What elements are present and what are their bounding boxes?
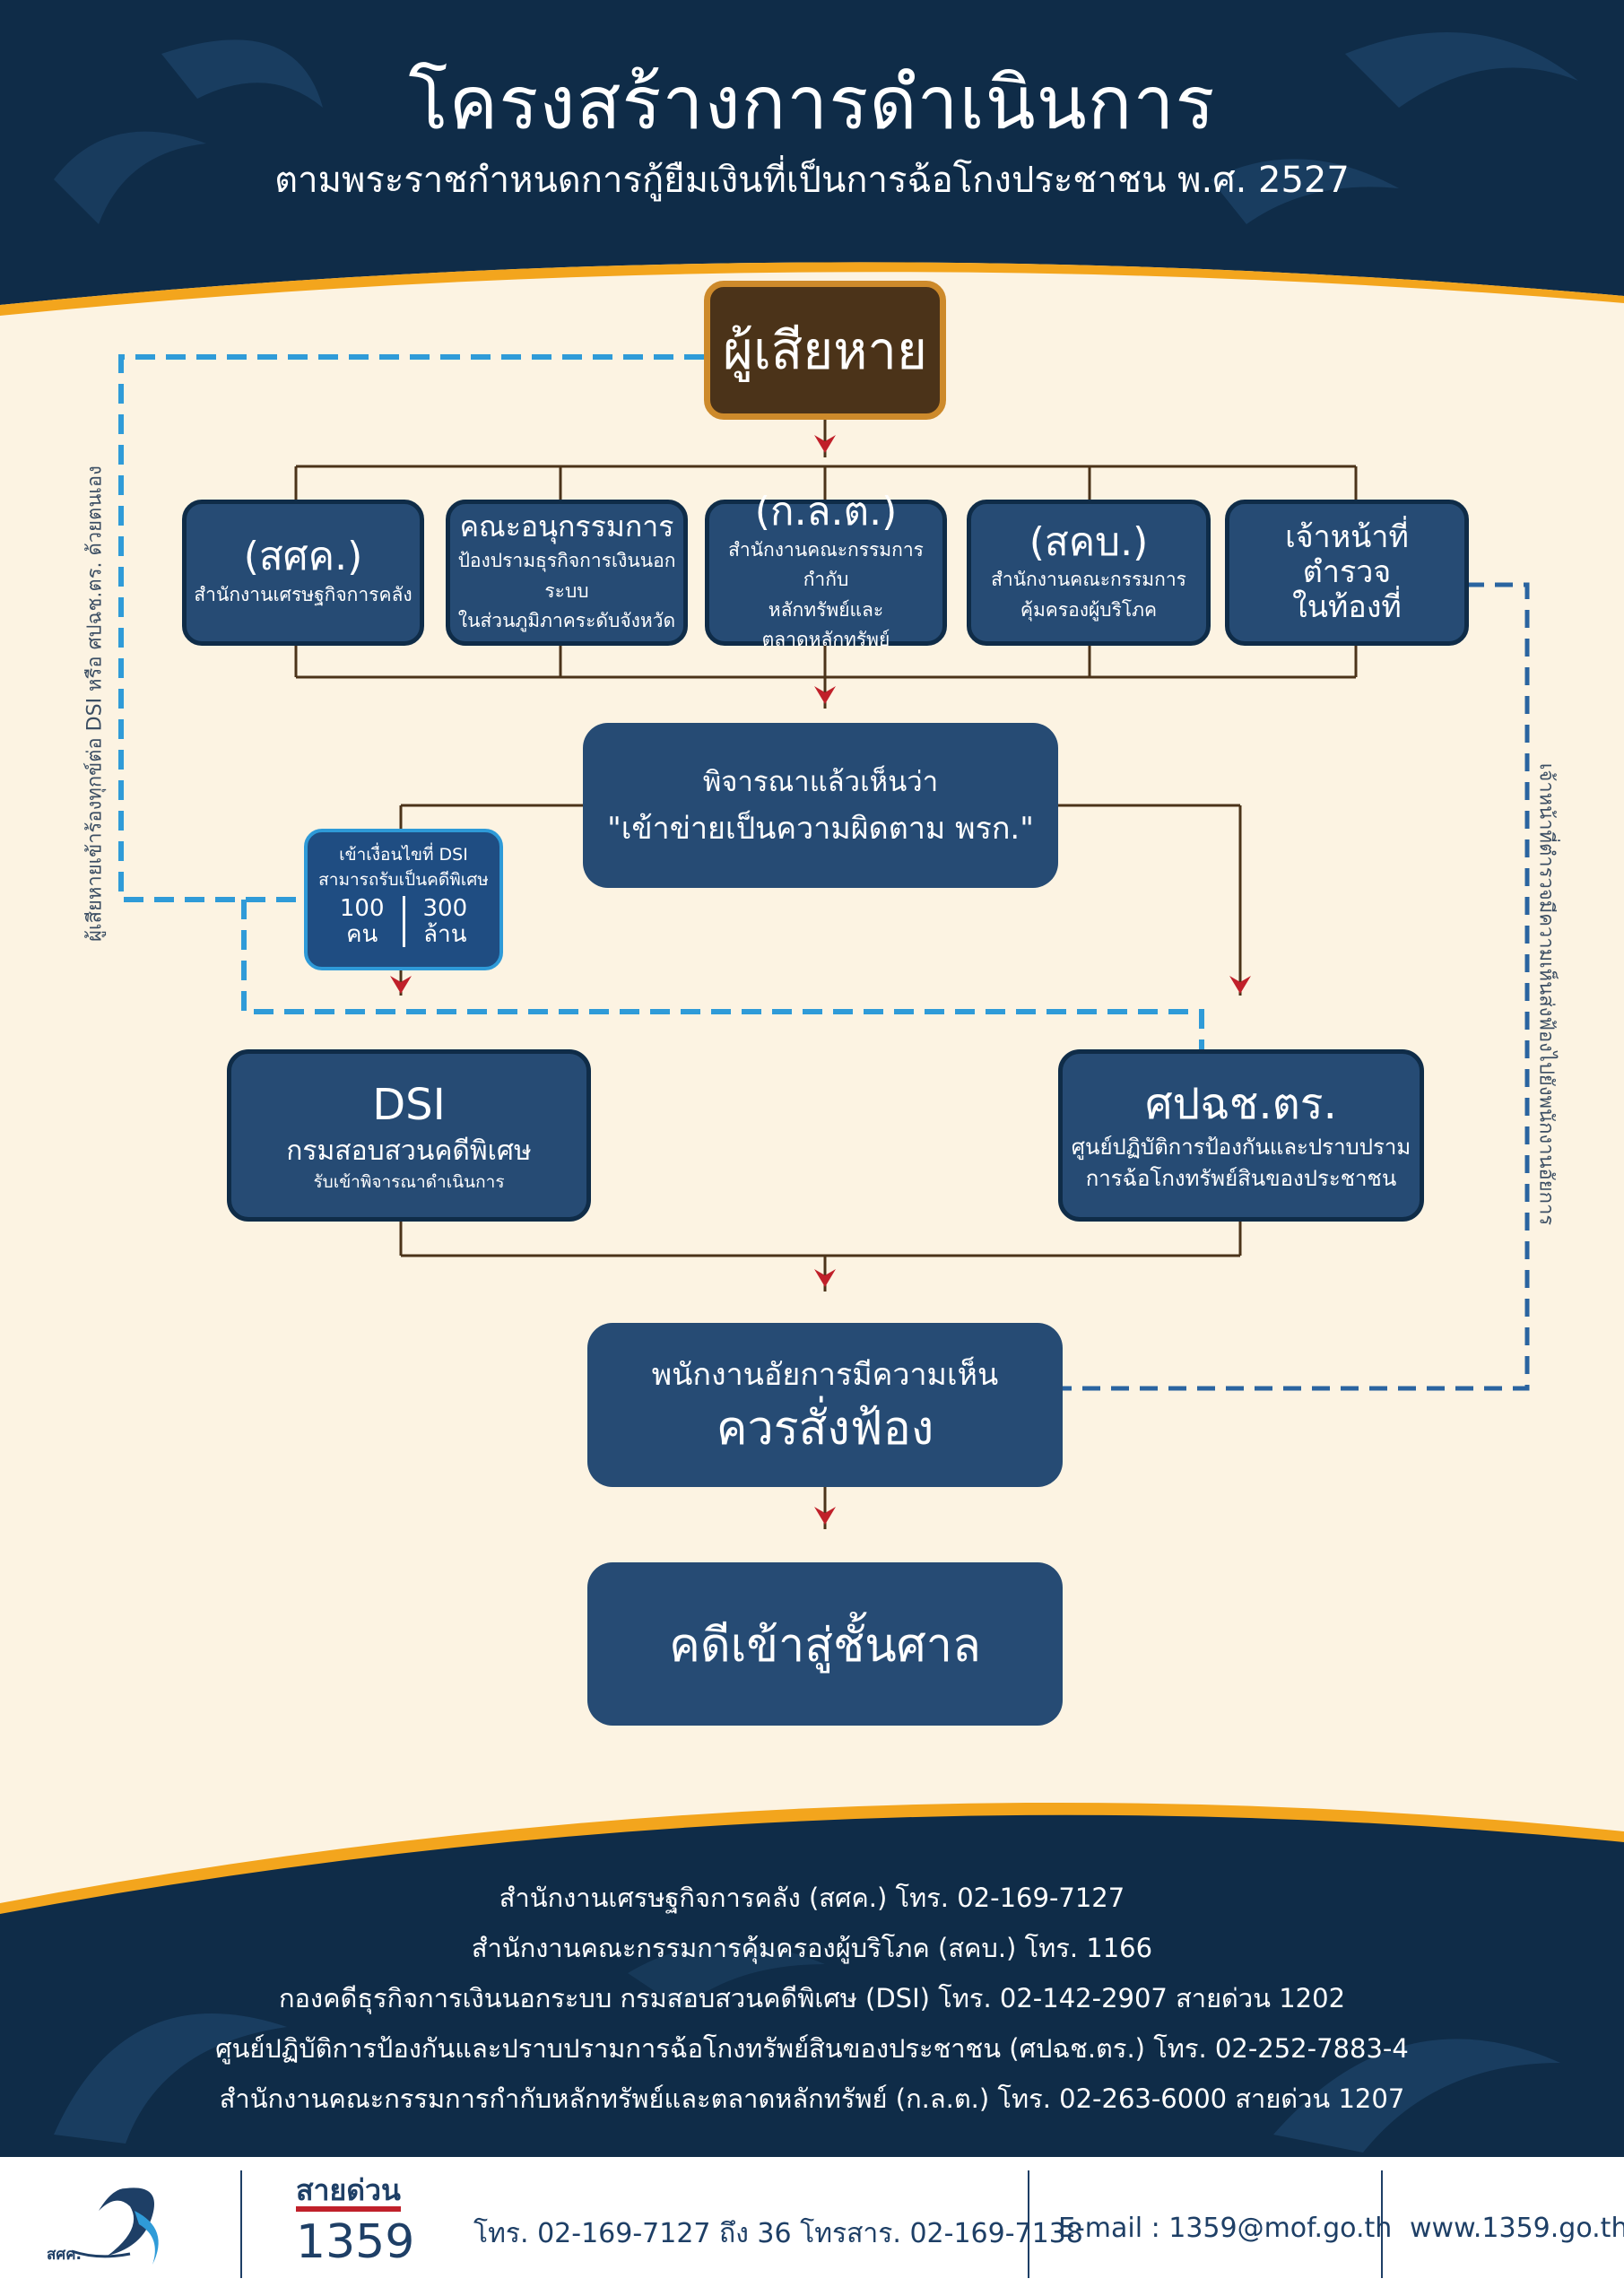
dsi-box: DSI กรมสอบสวนคดีพิเศษ รับเข้าพิจารณาดำเน… (227, 1049, 591, 1222)
footer-website[interactable]: www.1359.go.th (1410, 2213, 1624, 2244)
agency-sok-box: (สศค.) สำนักงานเศรษฐกิจการคลัง (182, 500, 424, 646)
agency-line3: ในท้องที่ (1292, 589, 1402, 626)
agency-line2: ในส่วนภูมิภาคระดับจังหวัด (457, 610, 676, 632)
footer-email[interactable]: E-mail : 1359@mof.go.th (1058, 2213, 1393, 2244)
contact-item: สำนักงานคณะกรรมการกำกับหลักทรัพย์และตลาด… (219, 2083, 1405, 2114)
agency-abbr: (ก.ล.ต.) (754, 489, 898, 535)
court-box: คดีเข้าสู่ชั้นศาล (587, 1562, 1063, 1726)
right-note: เจ้าหน้าที่ตำรวจมีความเห็นส่งฟ้องไปยังพน… (1534, 762, 1558, 1226)
page-subtitle: ตามพระราชกำหนดการกู้ยืมเงินที่เป็นการฉ้อ… (274, 160, 1350, 201)
prosecutor-box: พนักงานอัยการมีความเห็น ควรสั่งฟ้อง (587, 1323, 1063, 1487)
agency-name: สำนักงานเศรษฐกิจการคลัง (194, 584, 413, 605)
agency-line1: สำนักงานคณะกรรมการ (991, 569, 1186, 591)
contact-item: สำนักงานคณะกรรมการคุ้มครองผู้บริโภค (สคบ… (471, 1933, 1153, 1963)
fpo-logo-icon (71, 2187, 159, 2265)
police-center-line2: การฉ้อโกงทรัพย์สินของประชาชน (1085, 1166, 1397, 1192)
police-center-box: ศปฉช.ตร. ศูนย์ปฏิบัติการป้องกันและปราบปร… (1058, 1049, 1424, 1222)
police-center-abbr: ศปฉช.ตร. (1145, 1079, 1337, 1129)
money-unit: ล้าน (423, 920, 467, 948)
footer-bar (0, 2157, 1624, 2296)
dsi-condition-box: เข้าเงื่อนไขที่ DSI สามารถรับเป็นคดีพิเศ… (304, 829, 503, 970)
police-center-line1: ศูนย์ปฏิบัติการป้องกันและปราบปราม (1071, 1135, 1411, 1161)
left-note: ผู้เสียหายเข้าร้องทุกข์ต่อ DSI หรือ ศปฉช… (83, 465, 107, 942)
contact-list: สำนักงานเศรษฐกิจการคลัง (สศค.) โทร. 02-1… (0, 1873, 1624, 2124)
agency-abbr: (สศค.) (243, 534, 363, 580)
contact-item: ศูนย์ปฏิบัติการป้องกันและปราบปรามการฉ้อโ… (215, 2033, 1409, 2064)
dsi-abbr: DSI (372, 1079, 446, 1130)
dsi-name: กรมสอบสวนคดีพิเศษ (286, 1135, 532, 1167)
divider (1381, 2170, 1383, 2278)
dsi-note: รับเข้าพิจารณาดำเนินการ (313, 1171, 505, 1192)
agency-ocpb-box: (สคบ.) สำนักงานคณะกรรมการ คุ้มครองผู้บริ… (967, 500, 1211, 646)
hotline-number: 1359 (296, 2215, 415, 2269)
contact-item: สำนักงานเศรษฐกิจการคลัง (สศค.) โทร. 02-1… (499, 1883, 1125, 1913)
agency-line1: เจ้าหน้าที่ (1285, 518, 1409, 555)
agency-subcommittee-box: คณะอนุกรรมการ ป้องปรามธุรกิจการเงินนอกระ… (446, 500, 688, 646)
people-unit: คน (346, 920, 378, 948)
contact-item: กองคดีธุรกิจการเงินนอกระบบ กรมสอบสวนคดีพ… (278, 1983, 1346, 2013)
agency-line1: ป้องปรามธุรกิจการเงินนอกระบบ (457, 549, 676, 602)
people-number: 100 (339, 895, 385, 923)
agency-sec-box: (ก.ล.ต.) สำนักงานคณะกรรมการกำกับ หลักทรั… (705, 489, 947, 650)
agency-line1: สำนักงานคณะกรรมการกำกับ (728, 538, 924, 591)
divider (240, 2170, 242, 2278)
divider (1028, 2170, 1029, 2278)
agency-line2: หลักทรัพย์และตลาดหลักทรัพย์ (761, 598, 890, 651)
agency-abbr: คณะอนุกรรมการ (459, 509, 674, 544)
dsi-condition-line2: สามารถรับเป็นคดีพิเศษ (318, 869, 489, 890)
consider-box: พิจารณาแล้วเห็นว่า "เข้าข่ายเป็นความผิดต… (583, 723, 1058, 888)
victim-box: ผู้เสียหาย (704, 281, 946, 420)
hotline-label: สายด่วน (296, 2174, 401, 2213)
consider-line1: พิจารณาแล้วเห็นว่า (702, 766, 939, 799)
agency-line2: ตำรวจ (1302, 553, 1392, 590)
prosecutor-line1: พนักงานอัยการมีความเห็น (651, 1356, 999, 1393)
prosecutor-line2: ควรสั่งฟ้อง (716, 1401, 934, 1456)
agency-line2: คุ้มครองผู้บริโภค (1020, 598, 1158, 621)
consider-line2: "เข้าข่ายเป็นความผิดตาม พรก." (607, 810, 1034, 847)
money-number: 300 (422, 895, 468, 923)
logo-text: สศค. (47, 2246, 82, 2264)
page-title: โครงสร้างการดำเนินการ (408, 61, 1216, 146)
dsi-condition-line1: เข้าเงื่อนไขที่ DSI (339, 845, 468, 865)
agency-abbr: (สคบ.) (1029, 518, 1149, 565)
agency-local-police-box: เจ้าหน้าที่ ตำรวจ ในท้องที่ (1225, 500, 1469, 646)
footer-phone: โทร. 02-169-7127 ถึง 36 โทรสาร. 02-169-7… (473, 2218, 1083, 2249)
